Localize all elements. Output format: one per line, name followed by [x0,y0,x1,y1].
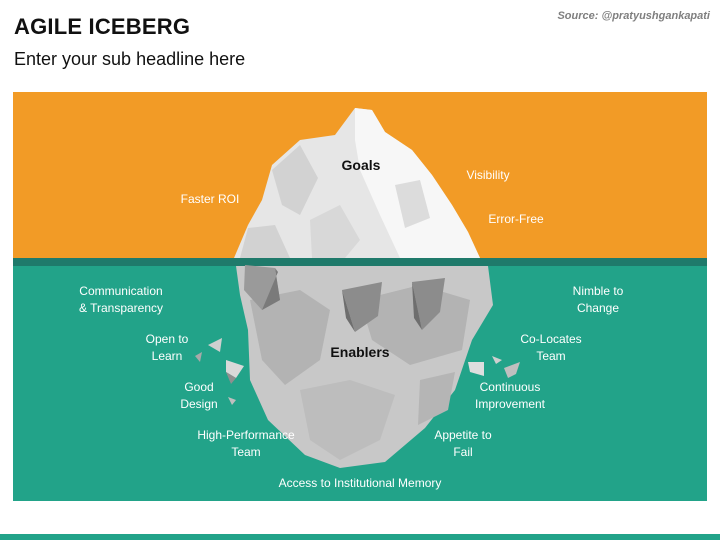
enabler-item-good-design: Good Design [180,380,218,411]
goals-label: Goals [341,157,381,173]
waterline [13,258,707,266]
enabler-item-nimble: Nimble to Change [572,284,624,315]
enabler-item-continuous-improvement: Continuous Improvement [474,380,546,411]
enabler-item-communication: Communication & Transparency [78,284,164,315]
footer-bar [0,534,720,540]
enabler-item-high-performance: High-Performance Team [197,428,295,459]
enabler-item-appetite-to-fail: Appetite to Fail [434,428,492,459]
goal-item-visibility: Visibility [466,168,510,182]
page-subtitle: Enter your sub headline here [14,49,246,69]
iceberg-bottom [236,265,493,468]
iceberg-top [234,108,480,258]
enabler-item-open-to-learn: Open to Learn [145,332,189,363]
ice-shards [195,338,520,405]
goal-item-error-free: Error-Free [488,212,544,226]
enabler-item-institutional-memory: Access to Institutional Memory [278,476,442,490]
enablers-label: Enablers [330,344,390,360]
goal-item-faster-roi: Faster ROI [180,192,240,206]
enabler-item-co-locates: Co-Locates Team [520,332,582,363]
source-credit: Source: @pratyushgankapati [557,10,710,22]
page-title: AGILE ICEBERG [14,14,191,39]
